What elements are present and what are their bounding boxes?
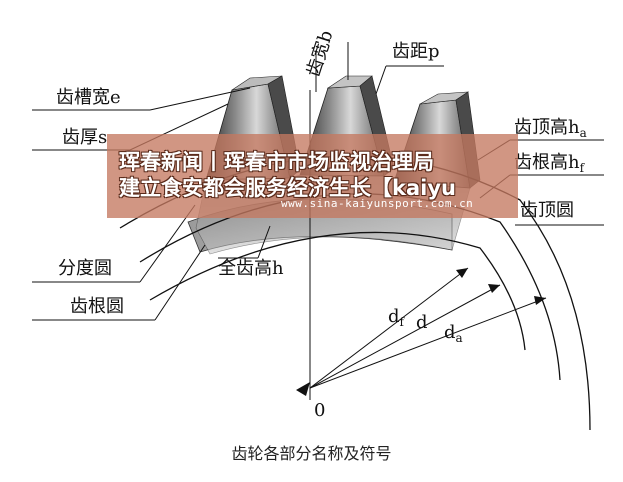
watermark-banner: 珲春新闻丨珲春市市场监视治理局 建立食安都会服务经济生长【kaiyu www.s… bbox=[107, 134, 518, 218]
label-whole-depth: 全齿高h bbox=[218, 258, 284, 279]
banner-headline-1: 珲春新闻丨珲春市市场监视治理局 bbox=[119, 150, 434, 174]
label-pitch-diameter: d bbox=[416, 312, 428, 333]
label-root-circle: 齿根圆 bbox=[70, 296, 124, 317]
radius-lines bbox=[296, 267, 547, 396]
label-addendum: 齿顶高ha bbox=[514, 117, 587, 140]
label-pitch: 齿距p bbox=[392, 41, 440, 62]
root-circle-arc bbox=[149, 231, 526, 351]
label-origin: 0 bbox=[314, 400, 325, 421]
label-space-width: 齿槽宽e bbox=[56, 87, 121, 108]
label-tooth-width: 齿宽b bbox=[303, 28, 338, 80]
label-root-diameter: df bbox=[388, 306, 406, 329]
label-tip-circle: 齿顶圆 bbox=[520, 200, 574, 221]
label-tip-diameter: da bbox=[444, 322, 463, 345]
label-dedendum: 齿根高hf bbox=[514, 152, 586, 175]
banner-url: www.sina-kaiyunsport.com.cn bbox=[281, 197, 474, 210]
figure-caption: 齿轮各部分名称及符号 bbox=[231, 444, 392, 463]
banner-headline-2: 建立食安都会服务经济生长【kaiyu bbox=[119, 176, 456, 200]
label-tooth-thickness: 齿厚s bbox=[62, 127, 107, 148]
label-pitch-circle: 分度圆 bbox=[58, 258, 112, 279]
